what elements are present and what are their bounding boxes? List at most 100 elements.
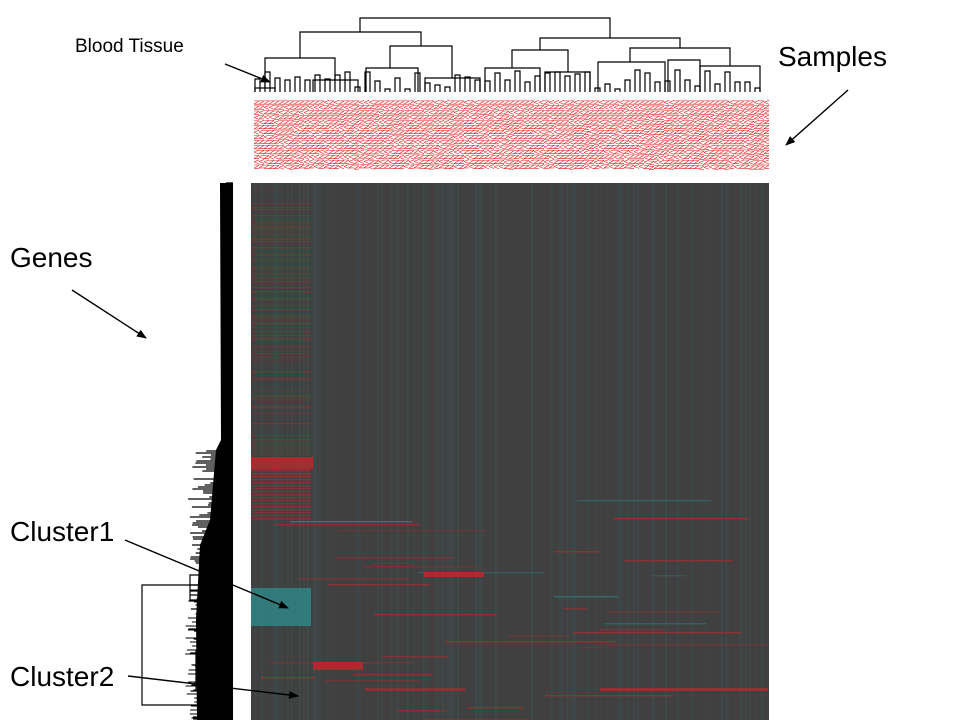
heatmap-column-texture: [725, 183, 727, 720]
heatmap-row: [251, 203, 311, 205]
heatmap-column-texture: [575, 183, 577, 720]
dendrogram-link: [454, 74, 461, 92]
heatmap-column-texture: [319, 183, 321, 720]
heatmap-row: [554, 551, 600, 553]
dendrogram-link: [634, 69, 641, 92]
heatmap-row: [251, 287, 311, 289]
heatmap-row: [251, 305, 311, 307]
heatmap-column-texture: [377, 183, 379, 720]
heatmap-row: [251, 279, 311, 281]
sample-label: NVNNNVNNVNVNNN: [627, 100, 634, 169]
sample-label: NNNNVNNNVNNNNN: [567, 100, 574, 170]
heatmap-row: [251, 337, 311, 339]
sample-label: NVNNNVVNNNNNNV: [587, 100, 594, 170]
sample-label: NVNNNVNNVNVNVN: [602, 100, 609, 169]
heatmap-row: [251, 506, 311, 508]
heatmap-column-texture: [567, 183, 569, 720]
dendrogram-link: [714, 83, 721, 92]
heatmap-column-texture: [559, 183, 561, 720]
heatmap-column-texture: [435, 183, 437, 720]
sample-label: NVNNVNNNVVNNVN: [437, 100, 444, 169]
heatmap-row: [598, 629, 665, 631]
sample-label: VNNNNVNNVNVNVN: [357, 100, 364, 169]
sample-label: NVNNNNNNVNNVNN: [397, 100, 404, 170]
heatmap-column-texture: [651, 183, 653, 720]
heatmap-row: [251, 476, 311, 478]
heatmap-background: [251, 183, 769, 720]
heatmap-column-texture: [653, 183, 655, 720]
sample-label: NNVNVNNNVVNNNN: [742, 100, 749, 169]
sample-label: NVNNVNNNVNVNNN: [382, 100, 389, 169]
heatmap-row: [251, 209, 311, 211]
dendrogram-link: [644, 72, 651, 92]
heatmap-row: [274, 524, 420, 526]
sample-label: NNNNNVNNVVNNNN: [392, 100, 399, 170]
heatmap-row: [251, 345, 311, 347]
sample-label: NNVNNNNNVNVNNN: [682, 100, 689, 170]
heatmap-column-texture: [397, 183, 399, 720]
dendrogram-link: [604, 83, 611, 92]
dendrogram-link: [614, 88, 621, 92]
heatmap-row: [251, 518, 311, 520]
cluster2-label: Cluster2: [10, 661, 114, 692]
heatmap-row: [251, 397, 311, 399]
sample-label: NNNNVNNNNNVNNV: [702, 100, 709, 170]
heatmap-row: [251, 277, 311, 279]
heatmap-row: [363, 566, 478, 568]
heatmap-column-texture: [665, 183, 667, 720]
heatmap-row: [251, 475, 311, 477]
sample-label: VNNVNNVNNNNVVN: [547, 100, 554, 169]
dendrogram-link: [189, 574, 215, 601]
heatmap-row: [251, 281, 311, 283]
heatmap-column-texture: [447, 183, 449, 720]
heatmap-column-texture: [357, 183, 359, 720]
heatmap-row: [251, 470, 311, 472]
heatmap-row: [251, 239, 311, 241]
sample-label: NNVNNNNNVNVNNN: [422, 100, 429, 170]
heatmap-row: [251, 207, 311, 209]
dendrogram-link: [384, 88, 391, 92]
dendrogram-link: [141, 584, 200, 706]
sample-label: NVNNNNNVNNVNNN: [457, 100, 464, 170]
sample-label: NNNNVNNVNNNVNN: [272, 100, 279, 170]
heatmap-row: [251, 469, 311, 471]
heatmap-row: [251, 515, 311, 517]
heatmap-row: [563, 608, 587, 610]
sample-label: NNNVNNNVNNVNNV: [482, 100, 489, 170]
heatmap-row: [251, 377, 311, 379]
heatmap-column-texture: [739, 183, 741, 720]
heatmap-row: [251, 317, 311, 319]
heatmap-row: [251, 435, 311, 437]
heatmap-row: [251, 229, 311, 231]
heatmap-row: [251, 494, 311, 496]
heatmap-column-texture: [573, 183, 575, 720]
sample-label: NVNNVNVNNNNVVN: [307, 100, 314, 169]
heatmap-row: [251, 479, 311, 481]
heatmap-row: [251, 327, 311, 329]
heatmap-column-texture: [531, 183, 533, 720]
heatmap-row: [251, 253, 311, 255]
dendrogram-link: [404, 88, 411, 92]
genes-arrow: [71, 289, 147, 339]
sample-label: NNNVNNVNNNVNVN: [252, 100, 259, 169]
heatmap-column-texture: [755, 183, 757, 720]
heatmap-row: [251, 235, 311, 237]
heatmap-row: [251, 283, 311, 285]
sample-label: NVNNVNNNVNNVVN: [347, 100, 354, 169]
heatmap-row: [251, 335, 311, 337]
heatmap-row: [251, 221, 311, 223]
sample-label: NNNNNVVNNNNNNN: [352, 100, 359, 170]
heatmap-column-texture: [273, 183, 275, 720]
sample-label: VNNNVNNVNVNNVN: [362, 100, 369, 169]
heatmap-row: [251, 233, 311, 235]
sample-label: NNNNNNNVNNNVVN: [657, 100, 664, 170]
dendrogram-link: [474, 79, 481, 92]
heatmap-column-texture: [607, 183, 609, 720]
heatmap-column-texture: [331, 183, 333, 720]
sample-label: NNVVNNNNNVNNNV: [492, 100, 499, 170]
heatmap-column-texture: [427, 183, 429, 720]
heatmap-row: [251, 219, 311, 221]
heatmap-column-texture: [425, 183, 427, 720]
sample-label: NNVNVNNNNNVNVN: [377, 100, 384, 169]
